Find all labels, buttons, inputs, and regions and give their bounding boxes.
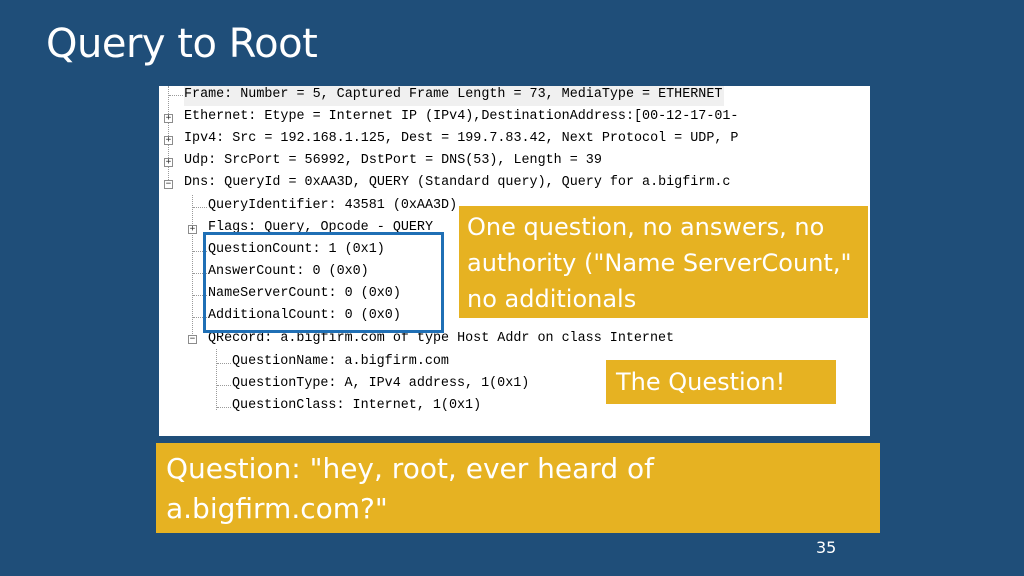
tree-connector-dns [192, 195, 193, 340]
tree-node-query-identifier[interactable]: QueryIdentifier: 43581 (0xAA3D) [208, 198, 458, 213]
tree-node-question-count[interactable]: QuestionCount: 1 (0x1) [208, 242, 385, 257]
expand-icon[interactable]: + [164, 157, 173, 167]
tree-connector-h [169, 95, 183, 96]
tree-connector-h [193, 273, 207, 274]
tree-node-qrecord[interactable]: QRecord: a.bigfirm.com of type Host Addr… [208, 331, 675, 346]
slide-title: Query to Root [46, 21, 318, 67]
collapse-icon[interactable]: − [188, 334, 197, 344]
tree-connector-h [193, 295, 207, 296]
tree-connector-h [217, 385, 231, 386]
callout-question-note: The Question! [606, 360, 836, 404]
tree-connector-h [193, 207, 207, 208]
expand-icon[interactable]: + [164, 113, 173, 123]
tree-node-dns[interactable]: Dns: QueryId = 0xAA3D, QUERY (Standard q… [184, 175, 731, 190]
tree-connector-root [168, 86, 169, 184]
tree-connector-qrecord [216, 349, 217, 410]
tree-node-nameserver-count[interactable]: NameServerCount: 0 (0x0) [208, 286, 401, 301]
tree-node-answer-count[interactable]: AnswerCount: 0 (0x0) [208, 264, 369, 279]
counts-highlight-box [203, 232, 444, 333]
callout-answers-note: One question, no answers, no authority (… [459, 206, 868, 318]
tree-node-question-class[interactable]: QuestionClass: Internet, 1(0x1) [232, 398, 482, 413]
callout-bottom-note: Question: "hey, root, ever heard of a.bi… [156, 443, 880, 533]
tree-connector-h [193, 251, 207, 252]
tree-connector-h [193, 317, 207, 318]
tree-connector-h [217, 407, 231, 408]
tree-node-ethernet[interactable]: Ethernet: Etype = Internet IP (IPv4),Des… [184, 109, 739, 124]
tree-node-frame[interactable]: Frame: Number = 5, Captured Frame Length… [184, 86, 725, 106]
tree-node-additional-count[interactable]: AdditionalCount: 0 (0x0) [208, 308, 401, 323]
page-number: 35 [816, 538, 837, 557]
tree-node-question-type[interactable]: QuestionType: A, IPv4 address, 1(0x1) [232, 376, 530, 391]
tree-node-question-name[interactable]: QuestionName: a.bigfirm.com [232, 354, 449, 369]
tree-node-flags[interactable]: Flags: Query, Opcode - QUERY [208, 220, 433, 235]
expand-icon[interactable]: + [188, 224, 197, 234]
tree-node-ipv4[interactable]: Ipv4: Src = 192.168.1.125, Dest = 199.7.… [184, 131, 739, 146]
tree-node-udp[interactable]: Udp: SrcPort = 56992, DstPort = DNS(53),… [184, 153, 602, 168]
expand-icon[interactable]: + [164, 135, 173, 145]
collapse-icon[interactable]: − [164, 179, 173, 189]
tree-connector-h [217, 363, 231, 364]
